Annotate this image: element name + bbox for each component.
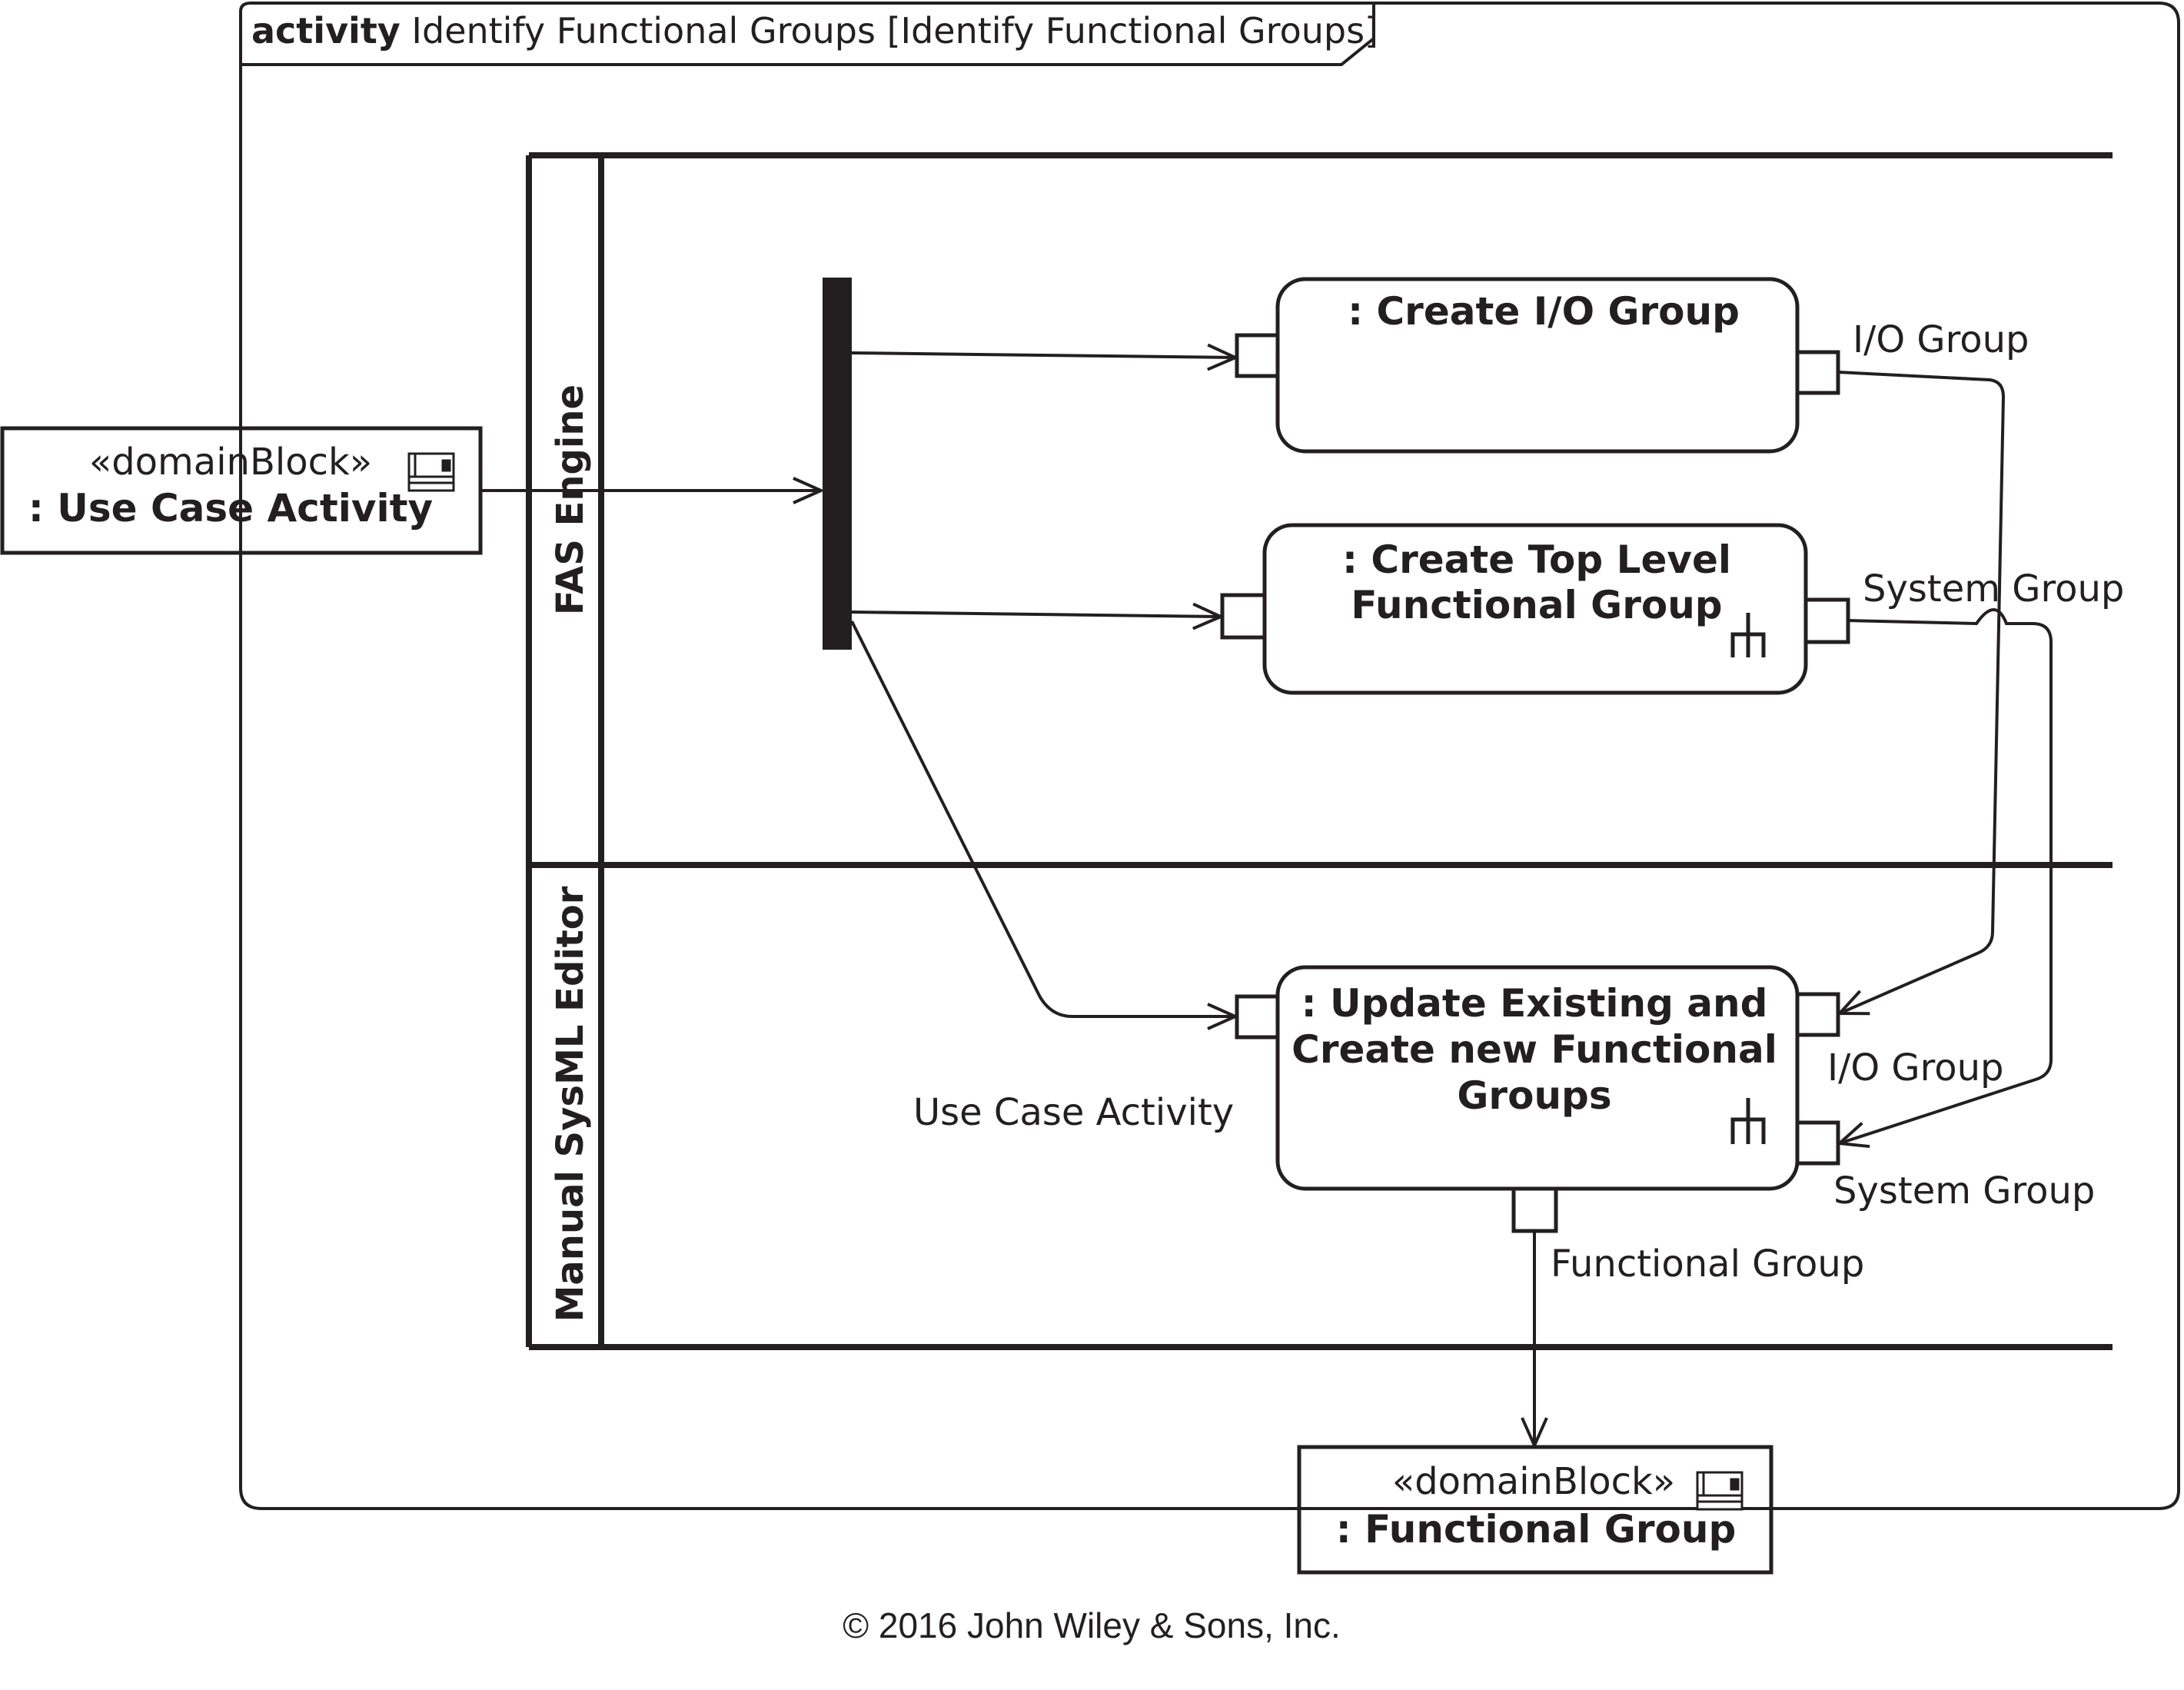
pin-create-io-out[interactable] [1795,350,1840,395]
pin-update-in-uca[interactable] [1235,994,1280,1040]
rake-icon [1730,613,1766,657]
flow-fork-to-create-io[interactable] [851,353,1235,358]
action-create-io-group-label: : Create I/O Group [1348,289,1740,334]
action-update-existing-functional-groups[interactable]: : Update Existing and Create new Functio… [1275,965,1800,1191]
action-create-top-level-functional-group[interactable]: : Create Top Level Functional Group [1262,523,1808,695]
action-create-io-group[interactable]: : Create I/O Group [1275,277,1800,454]
fork-node[interactable] [823,278,852,650]
parameter-output-stereotype: «domainBlock» [1392,1460,1675,1503]
action-update-line2: Create new Functional [1291,1027,1777,1072]
flow-fork-to-create-top[interactable] [851,612,1221,617]
pin-label-update-in-io: I/O Group [1827,1046,2004,1090]
pin-create-top-out[interactable] [1803,597,1850,644]
swimlanes: FAS Engine Manual SysML Editor [526,152,2113,1350]
pin-update-out[interactable] [1511,1186,1558,1233]
flow-io-to-update[interactable] [1838,371,2006,1013]
pin-label-update-out: Functional Group [1551,1243,1864,1286]
svg-text:activity Identify Functi: activity Identify Functional Groups [Ide… [251,10,1378,52]
pin-label-update-in-sys: System Group [1833,1169,2095,1213]
pin-label-create-top-out: System Group [1863,567,2124,610]
rake-icon [1730,1098,1766,1144]
pin-update-in-sys[interactable] [1795,1120,1840,1166]
activity-frame: activity Identify Functional Groups [Ide… [239,1,2180,1510]
parameter-input-name: : Use Case Activity [28,486,433,531]
pin-update-in-io[interactable] [1795,992,1840,1037]
action-update-line3: Groups [1457,1073,1611,1118]
parameter-output-name: : Functional Group [1336,1507,1737,1552]
pin-label-update-in-uca: Use Case Activity [913,1091,1234,1134]
copyright-notice: © 2016 John Wiley & Sons, Inc. [843,1605,1341,1645]
pin-create-top-in[interactable] [1220,593,1267,640]
pin-label-create-io-out: I/O Group [1853,318,2029,361]
domain-block-icon [407,452,455,492]
pin-create-io-in[interactable] [1235,333,1280,378]
domain-block-icon [1696,1471,1744,1511]
frame-keyword: activity [251,10,401,52]
frame-title: Identify Functional Groups [Identify Fun… [411,10,1378,52]
partition-label-fas-engine: FAS Engine [549,384,592,615]
flow-fork-to-update[interactable] [850,620,1235,1016]
action-update-line1: : Update Existing and [1301,981,1768,1026]
action-create-top-line1: : Create Top Level [1342,537,1731,582]
flow-system-to-update[interactable] [1840,608,2053,1143]
partition-label-manual-editor: Manual SysML Editor [549,886,592,1322]
parameter-input-stereotype: «domainBlock» [89,441,372,484]
action-create-top-line2: Functional Group [1351,583,1722,627]
parameter-functional-group[interactable]: «domainBlock» : Functional Group [1297,1445,1773,1575]
parameter-use-case-activity[interactable]: «domainBlock» : Use Case Activity [0,426,483,555]
flows [480,353,2053,1445]
